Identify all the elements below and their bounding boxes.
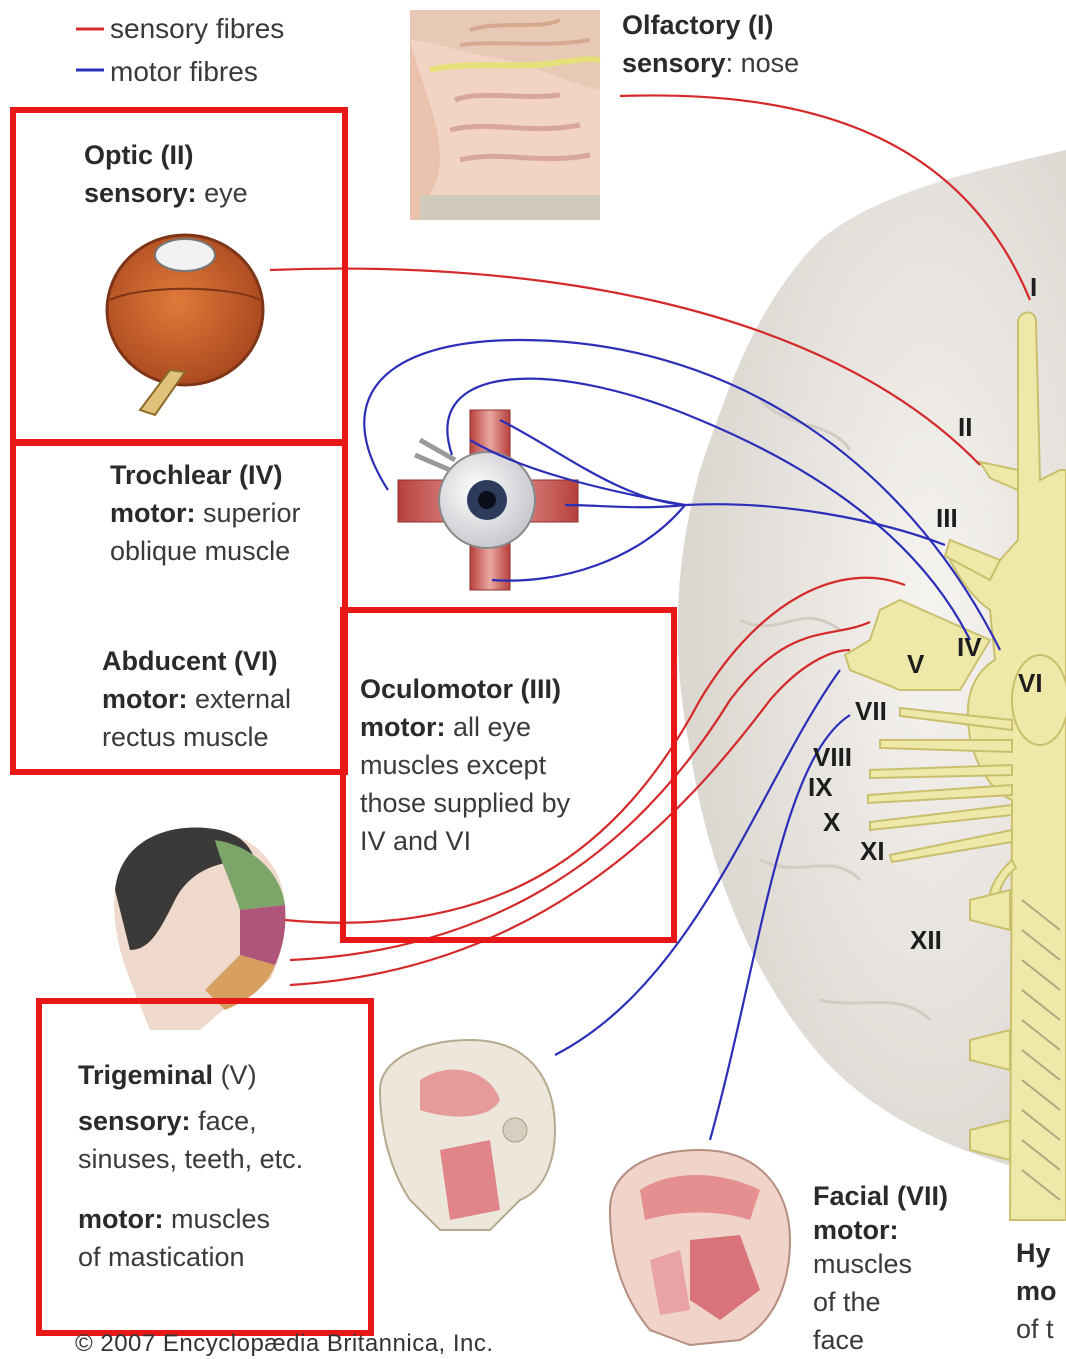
hypoglossal-label-cropped: Hy mo of t — [1016, 1234, 1066, 1348]
facial-label: Facial (VII) motor: muscles of the face — [813, 1177, 948, 1359]
nose-illustration — [410, 10, 600, 220]
skull-mastication-illustration — [380, 1040, 555, 1230]
legend-sensory-label: sensory fibres — [110, 10, 284, 48]
olfactory-desc: nose — [741, 48, 800, 78]
facial-name: Facial (VII) — [813, 1181, 948, 1211]
brainstem-label-XI: XI — [860, 836, 885, 867]
trigeminal-motor1: muscles — [171, 1204, 270, 1234]
trigeminal-motor-kind: motor: — [78, 1204, 163, 1234]
olfactory-label: Olfactory (I) sensory: nose — [622, 6, 799, 82]
optic-kind: sensory: — [84, 178, 197, 208]
brainstem-label-IX: IX — [808, 772, 833, 803]
trochlear-label: Trochlear (IV) motor: superior oblique m… — [110, 456, 301, 570]
copyright-notice: © 2007 Encyclopædia Britannica, Inc. — [75, 1330, 494, 1358]
facial-desc3: face — [813, 1321, 948, 1359]
brainstem-label-X: X — [823, 807, 840, 838]
brainstem-label-II: II — [958, 412, 972, 443]
brainstem-label-IV: IV — [957, 632, 982, 663]
eye-muscles-illustration — [398, 410, 578, 590]
brainstem-label-XII: XII — [910, 925, 942, 956]
legend-motor-label: motor fibres — [110, 53, 258, 91]
optic-label: Optic (II) sensory: eye — [84, 136, 248, 212]
brainstem-label-V: V — [907, 649, 924, 680]
oculomotor-kind: motor: — [360, 712, 445, 742]
trigeminal-num: (V) — [221, 1060, 257, 1090]
oculomotor-desc3: those supplied by — [360, 784, 570, 822]
brainstem-label-VII: VII — [855, 696, 887, 727]
brainstem-label-III: III — [936, 503, 958, 534]
trochlear-desc2: oblique muscle — [110, 532, 301, 570]
optic-name: Optic (II) — [84, 140, 194, 170]
oculomotor-desc1: all eye — [453, 712, 531, 742]
optic-desc: eye — [204, 178, 248, 208]
abducent-name: Abducent (VI) — [102, 646, 278, 676]
oculomotor-label: Oculomotor (III) motor: all eye muscles … — [360, 670, 570, 860]
facial-kind: motor: — [813, 1215, 898, 1245]
olfactory-kind: sensory — [622, 48, 726, 78]
facial-desc2: of the — [813, 1283, 948, 1321]
trochlear-kind: motor: — [110, 498, 195, 528]
facial-desc1: muscles — [813, 1245, 948, 1283]
brainstem-label-I: I — [1030, 272, 1037, 303]
brainstem-label-VIII: VIII — [813, 742, 852, 773]
trochlear-name: Trochlear (IV) — [110, 460, 283, 490]
trigeminal-sensory1: face, — [198, 1106, 257, 1136]
oculomotor-desc4: IV and VI — [360, 822, 570, 860]
brainstem-label-VI: VI — [1018, 668, 1043, 699]
olfactory-name: Olfactory (I) — [622, 10, 774, 40]
trigeminal-label: Trigeminal (V) sensory: face, sinuses, t… — [78, 1056, 303, 1276]
hypoglossal-line1: Hy — [1016, 1238, 1051, 1268]
hypoglossal-line3: of t — [1016, 1310, 1066, 1348]
hypoglossal-line2: mo — [1016, 1276, 1057, 1306]
facial-muscles-illustration — [610, 1150, 790, 1345]
trochlear-desc1: superior — [203, 498, 301, 528]
trigeminal-motor2: of mastication — [78, 1238, 303, 1276]
abducent-label: Abducent (VI) motor: external rectus mus… — [102, 642, 291, 756]
trigeminal-name: Trigeminal — [78, 1060, 213, 1090]
abducent-desc1: external — [195, 684, 291, 714]
trigeminal-sensory-kind: sensory: — [78, 1106, 191, 1136]
trigeminal-sensory2: sinuses, teeth, etc. — [78, 1140, 303, 1178]
oculomotor-name: Oculomotor (III) — [360, 674, 561, 704]
abducent-desc2: rectus muscle — [102, 718, 291, 756]
oculomotor-desc2: muscles except — [360, 746, 570, 784]
abducent-kind: motor: — [102, 684, 187, 714]
